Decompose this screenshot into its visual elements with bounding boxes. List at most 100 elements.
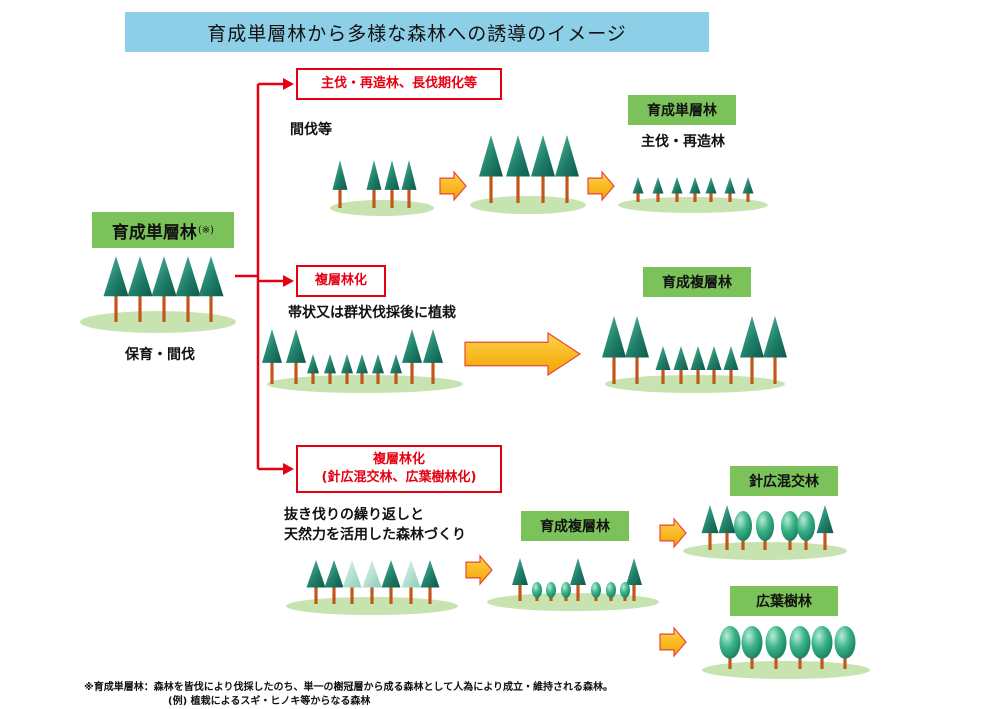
transition-arrow xyxy=(465,554,493,586)
conifer-tree xyxy=(531,135,555,177)
conifer-trunk xyxy=(328,371,332,384)
conifer-trunk xyxy=(636,191,640,202)
conifer-tree xyxy=(718,505,736,534)
broadleaf-tree xyxy=(834,626,856,659)
conifer-tree xyxy=(555,135,579,177)
ground-patch xyxy=(286,597,458,615)
ground-patch xyxy=(605,375,785,393)
broadleaf-tree xyxy=(741,626,763,659)
broadleaf-tree xyxy=(811,626,833,659)
conifer-tree xyxy=(742,177,754,194)
broadleaf-tree xyxy=(765,626,787,659)
branch-arrow-head xyxy=(283,275,294,287)
middle-branch-box-text: 複層林化 xyxy=(314,273,367,289)
conifer-trunk xyxy=(338,187,342,208)
conifer-trunk xyxy=(314,585,318,604)
conifer-trunk xyxy=(516,174,520,203)
conifer-trunk xyxy=(635,355,639,384)
conifer-trunk xyxy=(270,360,274,384)
conifer-trunk xyxy=(679,368,683,384)
conifer-trunk xyxy=(708,531,712,550)
top-result-caption: 主伐・再造林 xyxy=(641,134,725,150)
broadleaf-tree xyxy=(734,511,752,541)
conifer-tree xyxy=(356,354,368,374)
footnote-line1: ※育成単層林：森林を皆伐により伐採したのち、単一の樹冠層から成る森林として人為に… xyxy=(84,682,614,693)
bottom-mid-label: 育成複層林 xyxy=(521,511,629,541)
conifer-trunk xyxy=(709,191,713,202)
conifer-tree xyxy=(198,256,224,297)
conifer-trunk xyxy=(656,191,660,202)
transition-arrow xyxy=(464,331,582,377)
conifer-trunk xyxy=(410,360,414,384)
footnote: ※育成単層林：森林を皆伐により伐採したのち、単一の樹冠層から成る森林として人為に… xyxy=(84,681,613,709)
broadleaf-trunk xyxy=(843,655,847,669)
conifer-tree xyxy=(671,177,683,194)
conifer-tree xyxy=(506,135,530,177)
conifer-trunk xyxy=(370,585,374,604)
conifer-trunk xyxy=(518,582,522,601)
conifer-trunk xyxy=(138,294,142,322)
conifer-tree xyxy=(401,160,417,190)
conifer-trunk xyxy=(431,360,435,384)
broadleaf-tree xyxy=(532,582,542,598)
conifer-tree xyxy=(689,177,701,194)
conifer-trunk xyxy=(186,294,190,322)
branch-arrow-head xyxy=(283,463,294,475)
conifer-trunk xyxy=(332,585,336,604)
conifer-tree xyxy=(701,505,719,534)
ground-patch xyxy=(618,197,768,213)
bottom-result1-label: 針広混交林 xyxy=(730,466,838,496)
conifer-tree xyxy=(384,160,400,190)
conifer-trunk xyxy=(389,585,393,604)
transition-arrow xyxy=(439,170,467,202)
conifer-trunk xyxy=(725,531,729,550)
conifer-tree xyxy=(705,177,717,194)
bottom-caption-line1: 抜き伐りの繰り返しと xyxy=(284,507,424,523)
conifer-tree xyxy=(626,558,642,585)
conifer-tree xyxy=(512,558,528,585)
conifer-trunk xyxy=(712,368,716,384)
broadleaf-trunk xyxy=(741,538,745,550)
conifer-tree xyxy=(127,256,153,297)
broadleaf-trunk xyxy=(750,655,754,669)
broadleaf-trunk xyxy=(728,655,732,669)
conifer-tree xyxy=(740,316,764,358)
conifer-trunk xyxy=(372,187,376,208)
ground-patch xyxy=(330,200,434,216)
conifer-tree xyxy=(324,560,344,588)
conifer-tree xyxy=(690,346,706,371)
conifer-tree xyxy=(652,177,664,194)
conifer-trunk xyxy=(693,191,697,202)
conifer-tree xyxy=(381,560,401,588)
transition-arrow xyxy=(659,626,687,658)
broadleaf-trunk xyxy=(788,538,792,550)
broadleaf-tree xyxy=(719,626,741,659)
conifer-tree xyxy=(724,177,736,194)
conifer-tree xyxy=(570,558,586,585)
ground-patch xyxy=(487,593,659,611)
conifer-tree xyxy=(390,354,402,374)
conifer-tree xyxy=(286,329,306,363)
source-label: 育成単層林(※) xyxy=(92,212,234,248)
conifer-tree xyxy=(602,316,626,358)
ground-patch xyxy=(80,311,236,333)
broadleaf-tree xyxy=(797,511,815,541)
conifer-tree xyxy=(423,329,443,363)
conifer-trunk xyxy=(746,191,750,202)
broadleaf-trunk xyxy=(798,655,802,669)
conifer-trunk xyxy=(409,585,413,604)
ground-patch xyxy=(702,661,870,679)
conifer-trunk xyxy=(696,368,700,384)
conifer-tree xyxy=(262,329,282,363)
conifer-tree xyxy=(655,346,671,371)
transition-arrow xyxy=(587,170,615,202)
top-branch-box: 主伐・再造林、長伐期化等 xyxy=(296,68,502,100)
conifer-trunk xyxy=(360,371,364,384)
conifer-trunk xyxy=(407,187,411,208)
broadleaf-trunk xyxy=(804,538,808,550)
conifer-tree xyxy=(366,160,382,190)
middle-branch-box: 複層林化 xyxy=(296,265,386,297)
conifer-tree xyxy=(306,560,326,588)
conifer-trunk xyxy=(728,191,732,202)
source-label-text: 育成単層林 xyxy=(111,222,197,243)
